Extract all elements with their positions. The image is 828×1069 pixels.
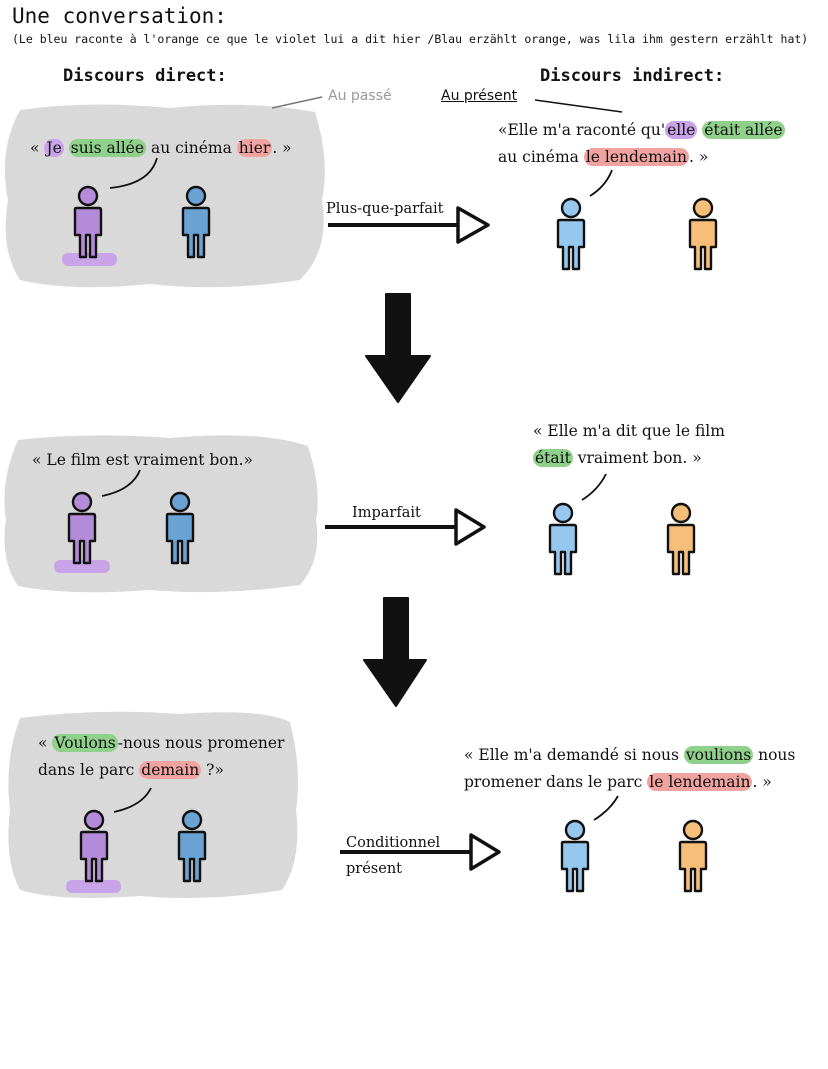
speech-line-2a [101,469,141,497]
quote-direct-1: « Je suis allée au cinéma hier. » [30,139,292,157]
page-title: Une conversation: [12,4,227,28]
person-orange-2 [666,502,696,576]
floor-highlight-1 [62,253,117,266]
highlight-verb: était [533,449,573,467]
arrow-3-head [469,833,501,871]
down-arrow-2 [363,597,427,707]
floor-highlight-2 [54,560,110,573]
highlight-subject: Je [44,139,64,157]
speech-line-3a [113,787,152,813]
note-past: Au passé [328,88,392,104]
highlight-verb: suis allée [68,139,147,157]
heading-indirect: Discours indirect: [540,66,725,86]
highlight-verb: Voulons [52,734,118,752]
floor-highlight-3 [66,880,121,893]
person-lightblue-1 [556,197,586,271]
highlight-time: demain [139,761,202,779]
arrow-1-head [456,206,490,244]
tense-label-1: Plus-que-parfait [326,201,444,217]
tense-label-3: Conditionnel présent [346,835,441,877]
speech-line-1a [109,157,158,189]
highlight-subject: elle [665,121,698,139]
pointer-line-past [271,96,323,109]
speech-line-3b [593,795,619,821]
quote-indirect-3: « Elle m'a demandé si nous voulions nous… [464,746,796,791]
tense-label-2: Imparfait [352,505,421,521]
quote-direct-3: « Voulons-nous nous promener dans le par… [38,734,285,779]
quote-direct-2: « Le film est vraiment bon.» [32,451,254,469]
highlight-verb: était allée [702,121,785,139]
highlight-time: le lendemain [647,773,753,791]
note-present: Au présent [441,88,518,104]
speech-line-2b [581,473,607,501]
person-lightblue-3 [560,819,590,893]
down-arrow-1 [365,293,431,403]
person-lightblue-2 [548,502,578,576]
heading-direct: Discours direct: [63,66,227,86]
cloud-row1 [4,104,325,288]
speech-line-1b [589,169,613,197]
quote-indirect-2: « Elle m'a dit que le film était vraimen… [533,422,725,467]
quote-indirect-1: «Elle m'a raconté qu'elle était allée au… [498,121,785,166]
pointer-line-present [534,99,623,113]
arrow-2-head [454,508,486,546]
page-subtitle: (Le bleu raconte à l'orange ce que le vi… [12,32,809,46]
highlight-verb: voulions [683,746,754,764]
person-orange-1 [688,197,718,271]
highlight-time: le lendemain [583,148,689,166]
highlight-time: hier [236,139,273,157]
person-orange-3 [678,819,708,893]
